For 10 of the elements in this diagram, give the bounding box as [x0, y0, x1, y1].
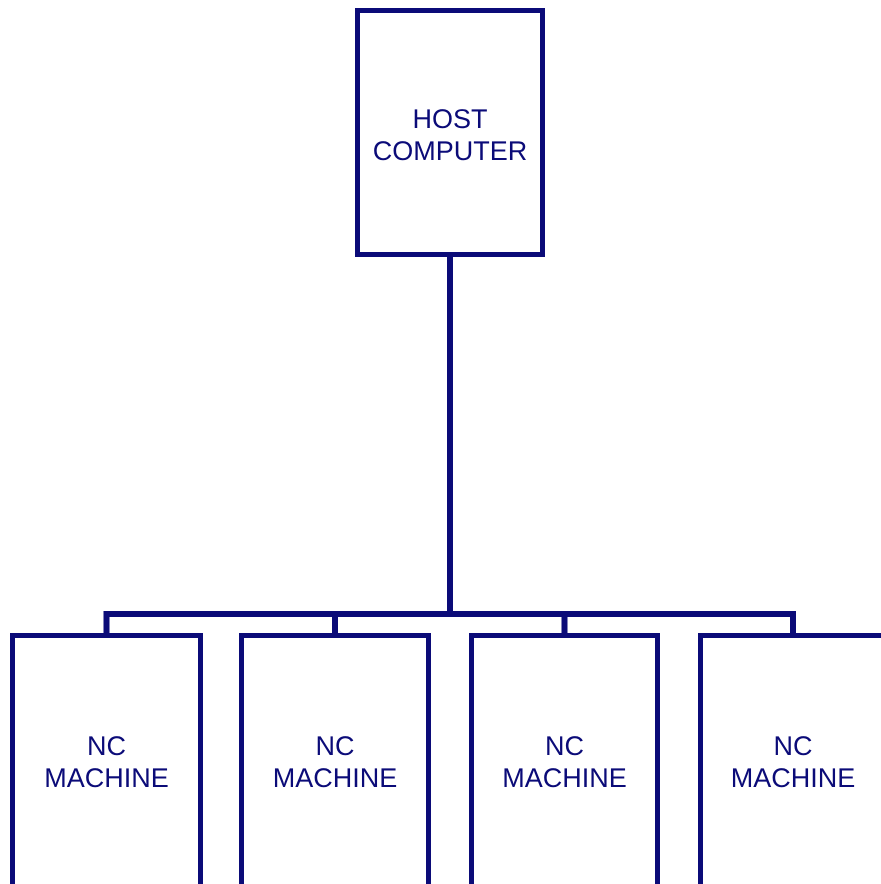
box-label: HOST COMPUTER: [372, 103, 528, 167]
process-box: [469, 633, 660, 884]
box-label: NC MACHINE: [272, 730, 398, 794]
box-label: NC MACHINE: [501, 730, 628, 794]
process-box: [10, 633, 203, 884]
process-box: [355, 8, 545, 257]
box-label: NC MACHINE: [43, 730, 170, 794]
box-label: NC MACHINE: [730, 730, 856, 794]
process-box: [239, 633, 431, 884]
process-box: [698, 633, 881, 884]
